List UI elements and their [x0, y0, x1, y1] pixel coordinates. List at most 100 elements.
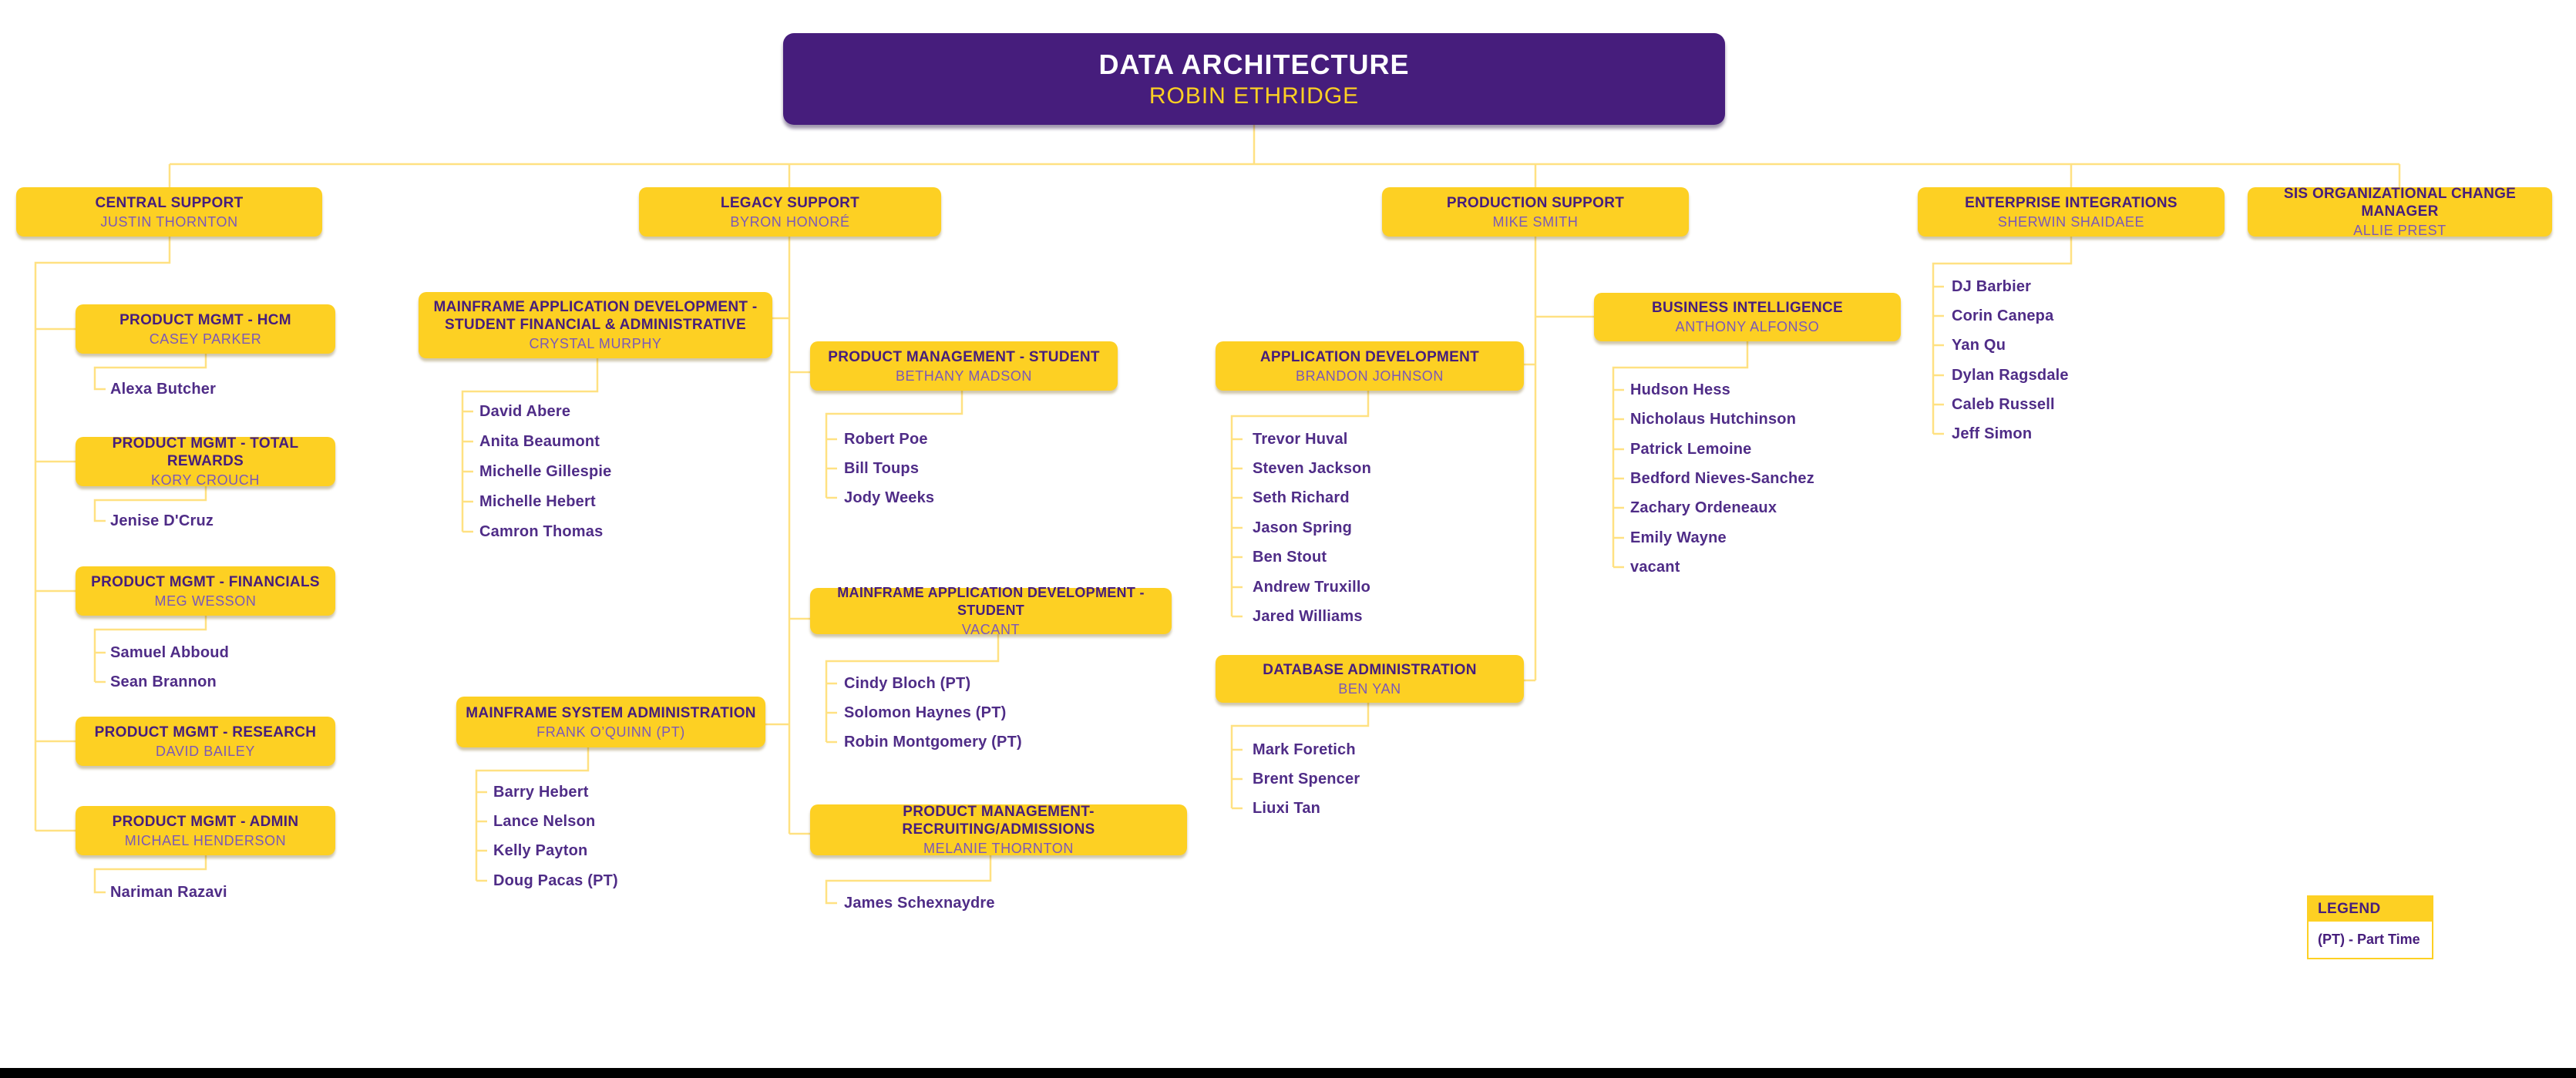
department-head: ROBIN ETHRIDGE: [1148, 82, 1360, 109]
team-title: MAINFRAME APPLICATION DEVELOPMENT - STUD…: [433, 299, 758, 333]
member-name: Nariman Razavi: [110, 884, 227, 901]
member-name: Camron Thomas: [479, 523, 604, 540]
team-manager: ANTHONY ALFONSO: [1675, 319, 1820, 334]
team-manager: BYRON HONORÉ: [730, 213, 850, 230]
member-name: Patrick Lemoine: [1630, 441, 1752, 458]
box-mainframe-system-administration: MAINFRAME SYSTEM ADMINISTRATION FRANK O’…: [456, 697, 765, 747]
member-name: Emily Wayne: [1630, 529, 1727, 546]
member-name: Lance Nelson: [493, 813, 596, 830]
member-name: Zachary Ordeneaux: [1630, 499, 1777, 516]
team-title: APPLICATION DEVELOPMENT: [1259, 348, 1480, 365]
team-title: BUSINESS INTELLIGENCE: [1651, 300, 1844, 316]
member-name: Robin Montgomery (PT): [844, 734, 1022, 751]
department-title: DATA ARCHITECTURE: [1098, 48, 1410, 80]
team-manager: CASEY PARKER: [149, 331, 262, 347]
team-title: ENTERPRISE INTEGRATIONS: [1965, 194, 2177, 211]
team-title: CENTRAL SUPPORT: [95, 194, 244, 211]
team-manager: MEG WESSON: [154, 593, 257, 609]
member-name: Kelly Payton: [493, 842, 588, 859]
box-product-management-recruiting-admissions: PRODUCT MANAGEMENT- RECRUITING/ADMISSION…: [810, 804, 1187, 856]
team-manager: KORY CROUCH: [151, 472, 260, 488]
box-product-mgmt-hcm: PRODUCT MGMT - HCM CASEY PARKER: [76, 304, 335, 354]
team-manager: VACANT: [961, 622, 1021, 637]
team-title: SIS ORGANIZATIONAL CHANGE MANAGER: [2283, 186, 2517, 220]
member-name: Solomon Haynes (PT): [844, 704, 1007, 721]
member-name: Brent Spencer: [1253, 771, 1360, 788]
member-name: Jared Williams: [1253, 608, 1363, 625]
member-name: Robert Poe: [844, 431, 928, 448]
box-database-administration: DATABASE ADMINISTRATION BEN YAN: [1216, 655, 1524, 703]
member-name: Andrew Truxillo: [1253, 579, 1371, 596]
legend: LEGEND (PT) - Part Time: [2307, 895, 2433, 959]
member-name: Seth Richard: [1253, 489, 1350, 506]
member-name: James Schexnaydre: [844, 895, 995, 912]
box-business-intelligence: BUSINESS INTELLIGENCE ANTHONY ALFONSO: [1594, 293, 1901, 341]
box-product-management-student: PRODUCT MANAGEMENT - STUDENT BETHANY MAD…: [810, 341, 1118, 391]
member-name: Corin Canepa: [1952, 307, 2054, 324]
member-name: Samuel Abboud: [110, 644, 230, 661]
box-data-architecture: DATA ARCHITECTURE ROBIN ETHRIDGE: [783, 33, 1725, 125]
team-title: LEGACY SUPPORT: [720, 194, 860, 211]
member-name: DJ Barbier: [1952, 278, 2032, 295]
member-name: Jody Weeks: [844, 489, 935, 506]
team-manager: MELANIE THORNTON: [923, 841, 1074, 856]
member-name: Steven Jackson: [1253, 460, 1371, 477]
team-title: PRODUCT MANAGEMENT- RECRUITING/ADMISSION…: [902, 804, 1095, 838]
box-legacy-support: LEGACY SUPPORT BYRON HONORÉ: [639, 187, 941, 237]
member-name: Sean Brannon: [110, 673, 217, 690]
team-manager: DAVID BAILEY: [156, 743, 255, 759]
member-name: Yan Qu: [1952, 337, 2006, 354]
team-manager: CRYSTAL MURPHY: [529, 336, 662, 351]
box-application-development: APPLICATION DEVELOPMENT BRANDON JOHNSON: [1216, 341, 1524, 391]
team-title: PRODUCT MANAGEMENT - STUDENT: [828, 348, 1100, 365]
team-manager: SHERWIN SHAIDAEE: [1997, 213, 2145, 230]
member-name: Jeff Simon: [1952, 425, 2033, 442]
member-name: David Abere: [479, 403, 571, 420]
legend-note: (PT) - Part Time: [2318, 932, 2420, 947]
box-product-mgmt-research: PRODUCT MGMT - RESEARCH DAVID BAILEY: [76, 717, 335, 766]
member-name: Dylan Ragsdale: [1952, 367, 2069, 384]
member-name: Caleb Russell: [1952, 396, 2055, 413]
team-manager: BRANDON JOHNSON: [1295, 368, 1444, 384]
member-name: vacant: [1630, 559, 1680, 576]
box-sis-organizational-change-manager: SIS ORGANIZATIONAL CHANGE MANAGER ALLIE …: [2248, 186, 2552, 238]
team-title: PRODUCT MGMT - RESEARCH: [94, 724, 317, 740]
team-title: DATABASE ADMINISTRATION: [1263, 661, 1477, 678]
team-manager: MICHAEL HENDERSON: [124, 832, 287, 848]
member-name: Michelle Hebert: [479, 493, 596, 510]
team-title: MAINFRAME SYSTEM ADMINISTRATION: [466, 704, 756, 721]
box-production-support: PRODUCTION SUPPORT MIKE SMITH: [1382, 187, 1689, 237]
member-name: Anita Beaumont: [479, 433, 600, 450]
box-mainframe-app-dev-student: MAINFRAME APPLICATION DEVELOPMENT - STUD…: [810, 585, 1172, 637]
box-product-mgmt-admin: PRODUCT MGMT - ADMIN MICHAEL HENDERSON: [76, 806, 335, 855]
box-central-support: CENTRAL SUPPORT JUSTIN THORNTON: [16, 187, 322, 237]
team-title: PRODUCTION SUPPORT: [1446, 194, 1625, 211]
member-name: Jenise D'Cruz: [110, 512, 214, 529]
member-name: Alexa Butcher: [110, 381, 217, 398]
team-manager: ALLIE PREST: [2353, 223, 2447, 238]
bottom-bar: [0, 1068, 2576, 1078]
member-name: Nicholaus Hutchinson: [1630, 411, 1797, 428]
member-name: Jason Spring: [1253, 519, 1353, 536]
member-name: Cindy Bloch (PT): [844, 675, 971, 692]
team-manager: BETHANY MADSON: [895, 368, 1033, 384]
team-manager: FRANK O’QUINN (PT): [536, 724, 685, 740]
legend-title: LEGEND: [2309, 897, 2432, 922]
team-manager: MIKE SMITH: [1492, 213, 1579, 230]
team-title: PRODUCT MGMT - TOTAL REWARDS: [112, 435, 299, 469]
box-product-mgmt-total-rewards: PRODUCT MGMT - TOTAL REWARDS KORY CROUCH: [76, 435, 335, 488]
team-title: MAINFRAME APPLICATION DEVELOPMENT - STUD…: [837, 585, 1145, 618]
team-title: PRODUCT MGMT - FINANCIALS: [91, 573, 320, 590]
member-name: Liuxi Tan: [1253, 800, 1321, 817]
member-name: Trevor Huval: [1253, 431, 1348, 448]
member-name: Ben Stout: [1253, 549, 1327, 566]
box-enterprise-integrations: ENTERPRISE INTEGRATIONS SHERWIN SHAIDAEE: [1918, 187, 2225, 237]
member-name: Michelle Gillespie: [479, 463, 612, 480]
box-product-mgmt-financials: PRODUCT MGMT - FINANCIALS MEG WESSON: [76, 566, 335, 616]
member-name: Barry Hebert: [493, 784, 589, 801]
box-mainframe-app-dev-student-financial-admin: MAINFRAME APPLICATION DEVELOPMENT - STUD…: [419, 292, 772, 358]
team-manager: JUSTIN THORNTON: [100, 213, 238, 230]
team-title: PRODUCT MGMT - HCM: [119, 311, 291, 328]
